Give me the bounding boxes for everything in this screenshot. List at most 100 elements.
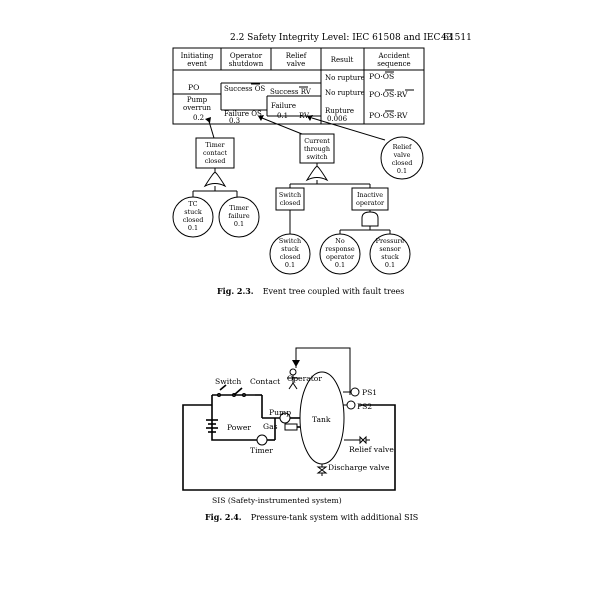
result-3: Rupture [325,107,354,115]
gas-label: Gas [263,422,278,431]
result-1: No rupture [325,74,365,82]
current-switch-label-line: through [304,145,330,153]
relief-valve-label-diagram: Relief valve [349,445,394,454]
timer-contact-label-line: contact [203,149,227,157]
sequence-2: PO·OS·RV [369,90,408,99]
col-header-result-line: Result [331,56,354,64]
col-header-relief-line: valve [286,60,305,68]
ps1-gauge [350,387,360,397]
no-response-label-line: 0.1 [335,261,345,269]
fig24-caption: Fig. 2.4. Pressure-tank system with addi… [205,505,418,524]
timer-label: Timer [250,446,273,455]
fault-tree-timer [172,137,260,238]
switch-stuck-label-line: 0.1 [285,261,295,269]
event-tree-table [172,47,425,125]
contact-label: Contact [250,377,280,386]
no-response-label-line: No [335,237,345,245]
relief-valve-label-line: Relief [393,143,412,151]
tank-label: Tank [312,415,331,424]
timer-contact-label-line: closed [205,157,226,165]
timer-contact-label-line: Timer [205,141,225,149]
relief-success: Success RV [270,88,312,96]
timer-symbol [256,434,268,446]
current-switch-label-line: switch [306,153,327,161]
col-header-initiating-line: Initiating [181,52,214,60]
fig24-text: Pressure-tank system with additional SIS [251,513,419,522]
current-switch-box [299,133,335,164]
fault-tree-current [269,133,411,275]
switch-closed-label-line: closed [280,199,301,207]
event-tree-links [205,115,386,141]
inactive-operator-label-line: Inactive [357,191,383,199]
switch-stuck-event [269,233,311,275]
col-header-operator-line: Operator [230,52,263,60]
relief-failure-prob: 0.1 [277,112,288,120]
ps2-label: PS2 [357,402,372,411]
relief-valve-event [380,136,424,180]
no-response-event [319,233,361,275]
relief-failure: Failure [271,102,296,110]
switch-stuck-label-line: stuck [281,245,299,253]
tc-stuck-label-line: TC [188,200,197,208]
gas-inlet [284,423,298,431]
operator-label: Operator [287,374,322,383]
relief-valve-label-line: closed [392,159,413,167]
inactive-operator-label-line: operator [356,199,385,207]
ps1-label: PS1 [362,388,377,397]
running-header: 2.2 Safety Integrity Level: IEC 61508 an… [230,33,472,43]
or-gate-2 [305,166,329,182]
timer-failure-label-line: 0.1 [234,220,244,228]
rupture-prob: 0.006 [327,115,348,123]
col-header-initiating-line: event [187,60,207,68]
tc-stuck-event [172,196,214,238]
pump-overrun-label-line: overrun [183,104,212,112]
initiating-event-po: PO [188,83,199,92]
col-header-sequence-line: Accident [377,52,409,60]
operator-failure-prob: 0.3 [229,117,240,125]
pressure-sensor-label-line: stuck [381,253,399,261]
operator-success: Success OS [224,85,265,93]
col-header-operator-line: shutdown [229,60,264,68]
switch-stuck-label-line: Switch [279,237,301,245]
timer-failure-label-line: Timer [229,204,249,212]
col-header-sequence-line: sequence [377,60,410,68]
sequence-3: PO·OS·RV [369,111,408,120]
switch-label: Switch [215,377,241,386]
operator-icon [287,368,299,390]
current-switch-label-line: Current [304,137,330,145]
fig24-label: Fig. 2.4. [205,512,242,522]
pump-overrun-prob: 0.2 [193,114,204,122]
pump-overrun-label-line: Pump [187,96,208,104]
no-response-label-line: operator [326,253,355,261]
tc-stuck-label-line: stuck [184,208,202,216]
tc-stuck-label-line: closed [183,216,204,224]
or-gate-1 [203,172,227,188]
no-response-label-line: response [325,245,354,253]
ps2-gauge [346,400,356,410]
relief-valve-label-line: valve [393,151,411,159]
pressure-sensor-event [369,233,411,275]
fig23-label: Fig. 2.3. [217,286,254,296]
pressure-sensor-label-line: 0.1 [385,261,395,269]
fig23-text: Event tree coupled with fault trees [263,287,405,296]
result-2: No rupture [325,89,365,97]
col-header-result: Result [331,56,354,64]
discharge-valve-label: Discharge valve [328,463,390,472]
pressure-sensor-label-line: Pressure [376,237,405,245]
pressure-sensor-label-line: sensor [379,245,401,253]
page-number: 43 [441,33,453,43]
relief-failure-tag: RV [299,112,310,120]
